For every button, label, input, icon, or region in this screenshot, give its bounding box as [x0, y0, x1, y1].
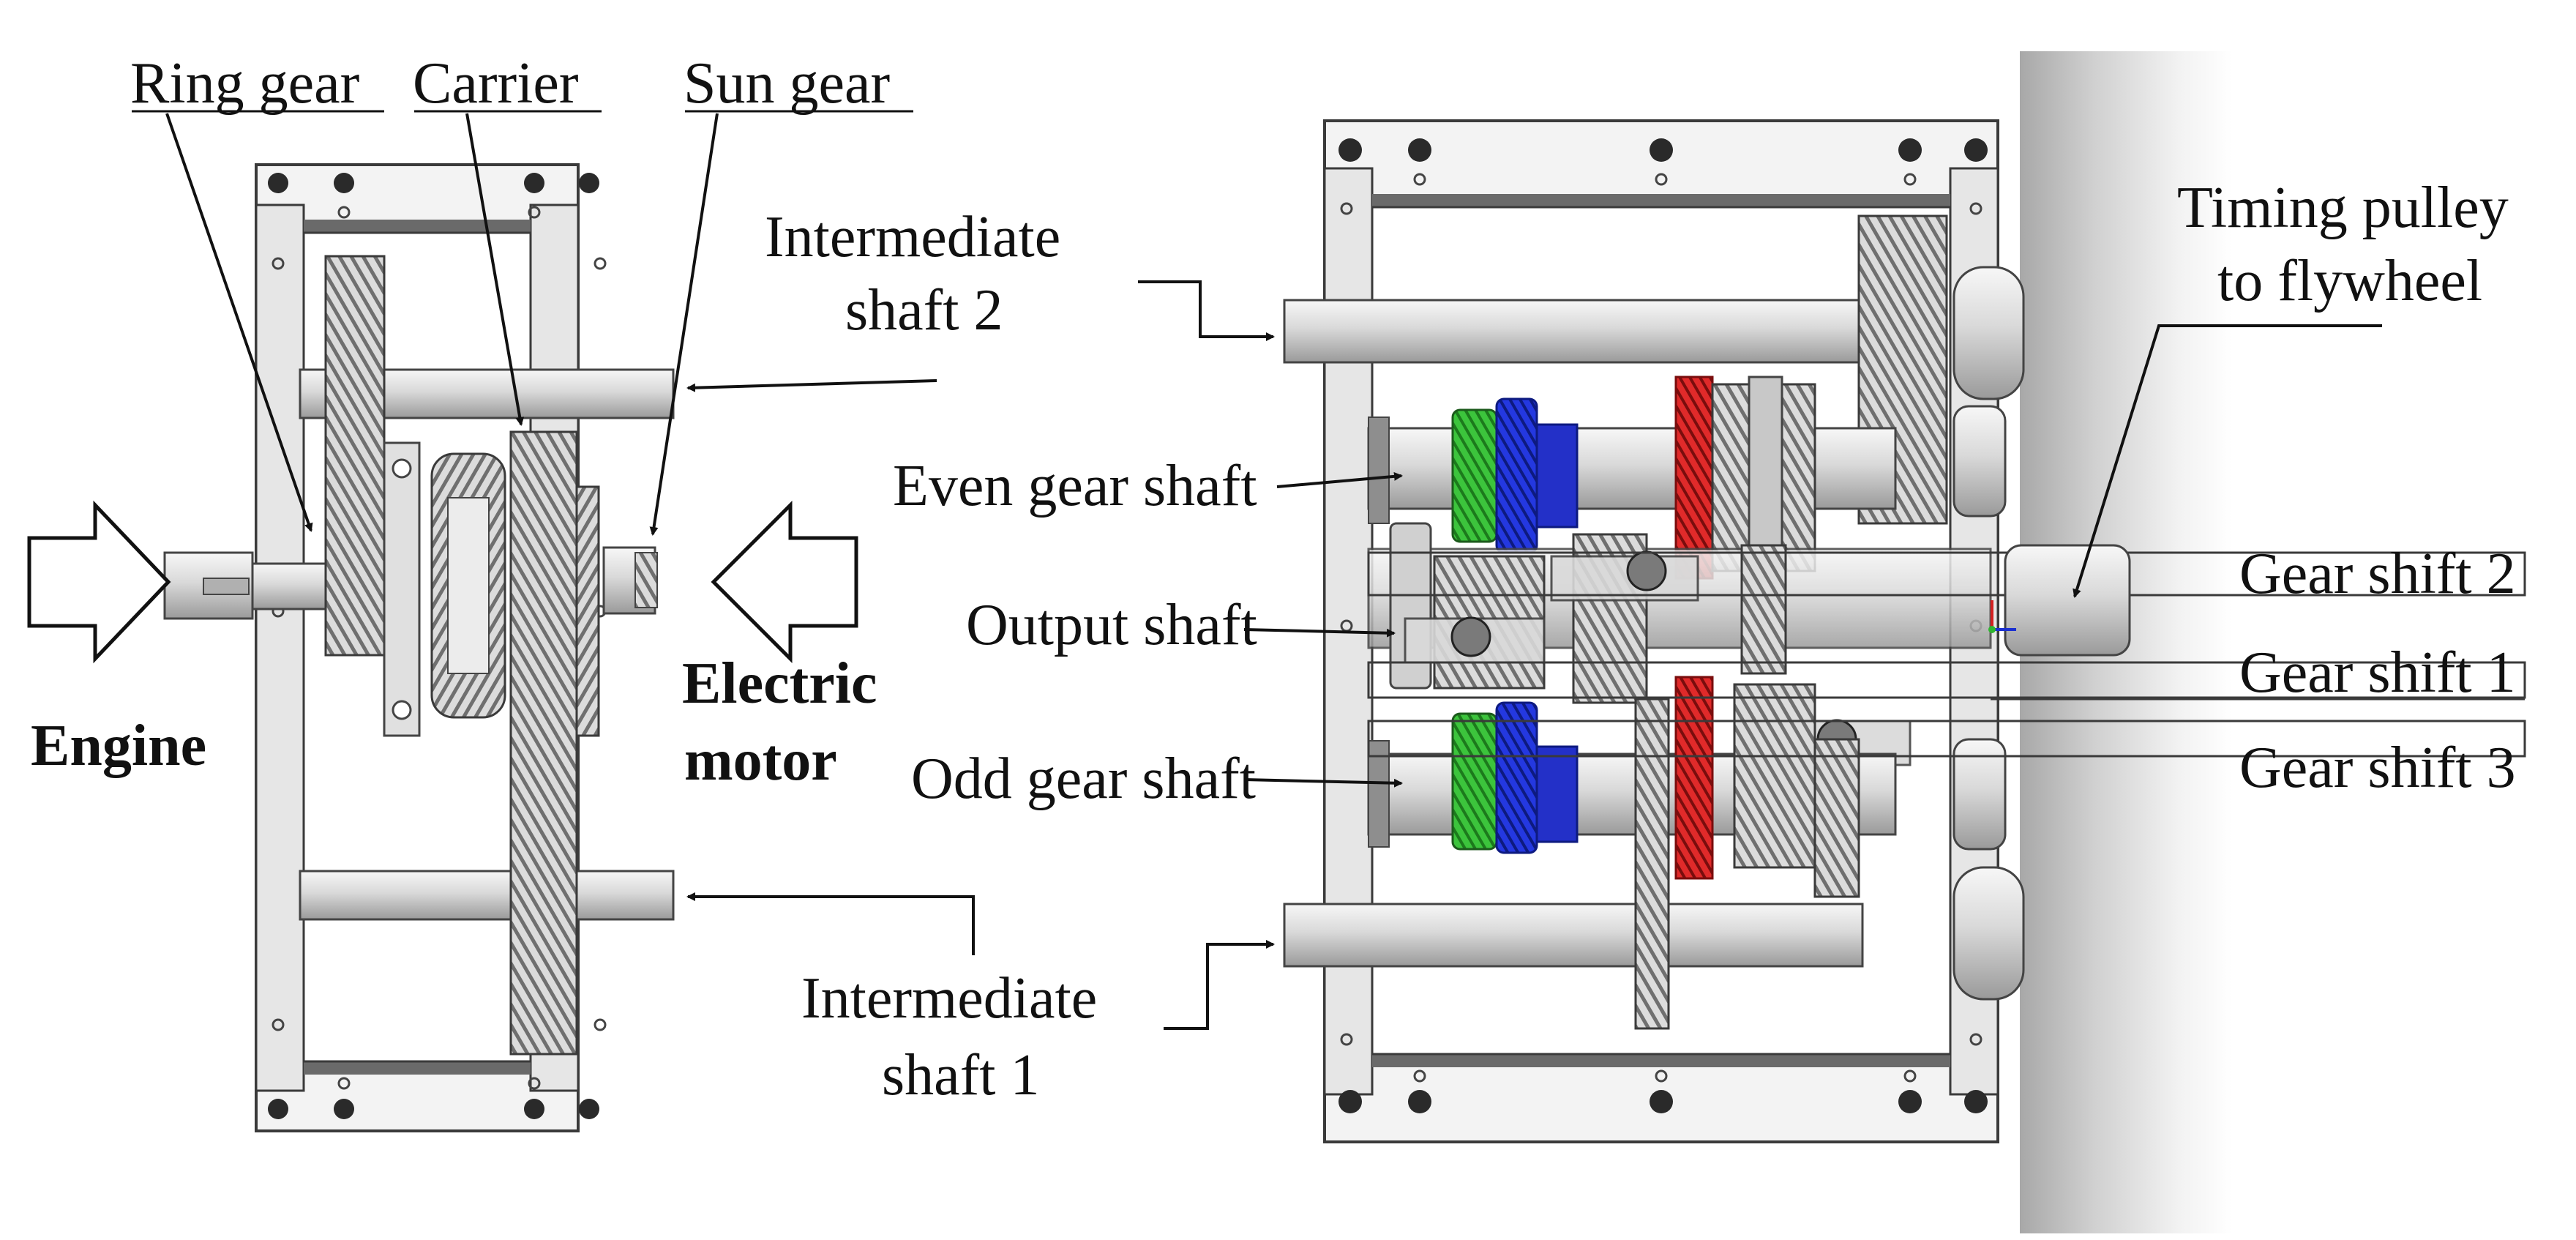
carrier-label: Carrier [413, 51, 579, 116]
gear-shift-2-label: Gear shift 2 [2239, 542, 2516, 606]
timing-pulley-label-2: to flywheel [2217, 249, 2482, 313]
planetary-unit [163, 163, 675, 1132]
leader-lines-right [686, 280, 2382, 1030]
odd-gear-shaft-label: Odd gear shaft [911, 747, 1256, 811]
frame-bolts [268, 173, 599, 1119]
intermediate-shaft-2-label-1: Intermediate [765, 205, 1060, 269]
intermediate-shaft-2-label-2: shaft 2 [845, 278, 1003, 343]
engine-label: Engine [31, 714, 206, 778]
engine-input-arrow [27, 500, 171, 664]
electric-motor-label-1: Electric [682, 651, 877, 716]
sun-gear-label: Sun gear [684, 51, 890, 116]
intermediate-shaft-1-label-2: shaft 1 [882, 1043, 1040, 1108]
intermediate-shaft-1-label-1: Intermediate [801, 966, 1097, 1031]
transmission-unit [1283, 119, 2526, 1143]
motor-input-arrow [711, 500, 858, 664]
gear-shift-1-label: Gear shift 1 [2239, 640, 2516, 705]
even-gear-shaft-label: Even gear shaft [893, 454, 1257, 518]
output-shaft-label: Output shaft [966, 593, 1257, 657]
frame-bolts-right [1338, 138, 1988, 1113]
timing-pulley-label-1: Timing pulley [2177, 176, 2509, 240]
leader-lines-left [165, 113, 719, 536]
electric-motor-label-2: motor [684, 728, 837, 793]
gear-shift-3-label: Gear shift 3 [2239, 736, 2516, 800]
ring-gear-label: Ring gear [130, 51, 359, 116]
